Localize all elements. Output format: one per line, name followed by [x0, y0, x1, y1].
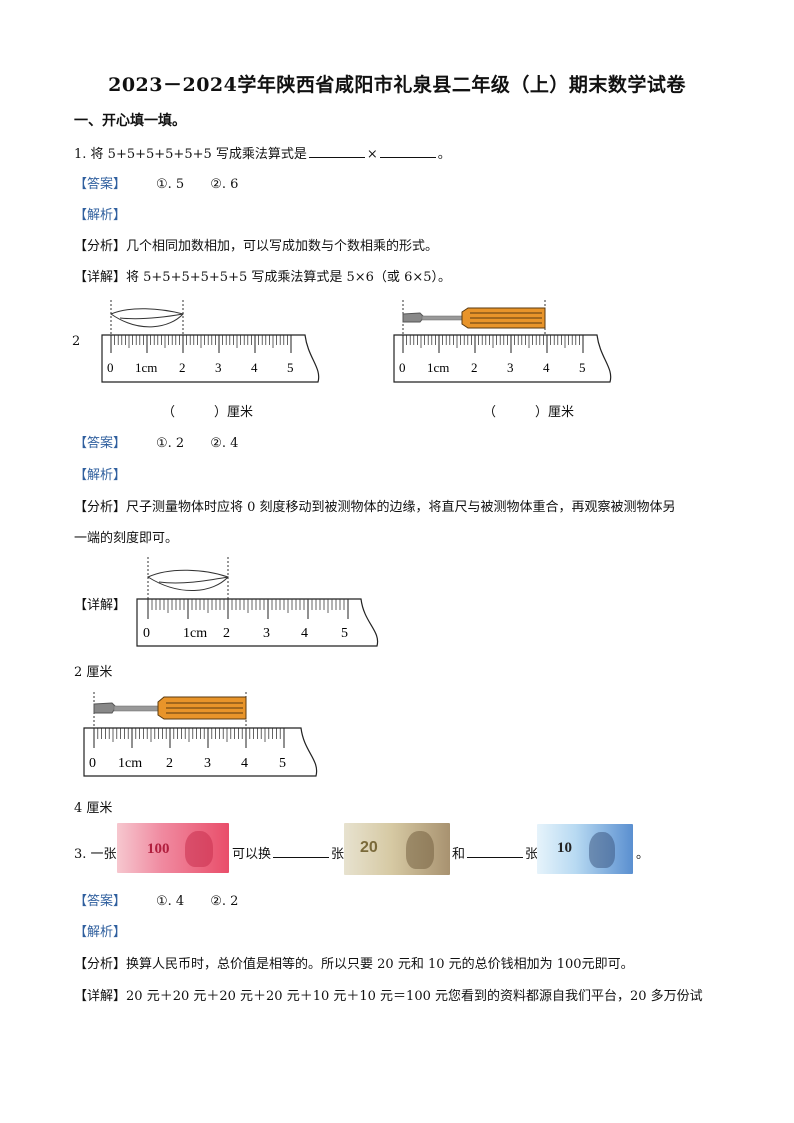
- page-title: 2023－2024学年陕西省咸阳市礼泉县二年级（上）期末数学试卷: [108, 74, 686, 96]
- ruler-screwdriver-figure: 0 1cm 2 3 4 5: [393, 300, 612, 383]
- svg-text:0: 0: [107, 360, 114, 375]
- q1-xiangjie: 【详解】将 5+5+5+5+5+5 写成乘法算式是 5×6（或 6×5）。: [74, 266, 451, 285]
- q1-times: ×: [366, 147, 378, 162]
- q3-text: 张: [331, 847, 345, 862]
- svg-text:0: 0: [143, 626, 150, 641]
- analysis-label: 【解析】: [74, 208, 127, 223]
- svg-text:3: 3: [215, 360, 222, 375]
- q1-fenxi: 【分析】几个相同加数相加，可以写成加数与个数相乘的形式。: [74, 235, 438, 254]
- svg-text:2: 2: [166, 756, 173, 771]
- question-1: 1. 将 5+5+5+5+5+5 写成乘法算式是 × 。: [74, 143, 451, 162]
- xiangjie-text: 将 5+5+5+5+5+5 写成乘法算式是 5×6（或 6×5）。: [126, 270, 452, 285]
- detail-ruler-screwdriver: 0 1cm 2 3 4 5: [83, 692, 318, 777]
- q2-fenxi: 【分析】尺子测量物体时应将 0 刻度移动到被测物体的边缘，将直尺与被测物体重合，…: [74, 496, 676, 515]
- analysis-label: 【解析】: [74, 925, 127, 940]
- q1-end: 。: [437, 147, 451, 162]
- q3-xiangjie: 【详解】20 元＋20 元＋20 元＋20 元＋10 元＋10 元＝100 元您…: [74, 985, 703, 1004]
- answer-value: ①. 4: [156, 894, 185, 909]
- svg-text:5: 5: [579, 360, 586, 375]
- bill-10-yuan: 10: [537, 824, 633, 874]
- analysis-label: 【解析】: [74, 468, 127, 483]
- q2-answer: 【答案】 ①. 2 ②. 4: [74, 432, 238, 451]
- section-heading: 一、开心填一填。: [74, 113, 186, 129]
- svg-text:2: 2: [471, 360, 478, 375]
- portrait: [185, 831, 213, 867]
- xiangjie-label: 【详解】: [74, 989, 127, 1004]
- q1-answer: 【答案】 ①. 5 ②. 6: [74, 173, 238, 192]
- q2-number: 2: [72, 334, 81, 349]
- q3-blank-2: [467, 845, 524, 858]
- svg-text:5: 5: [279, 756, 286, 771]
- svg-text:3: 3: [507, 360, 514, 375]
- svg-text:2: 2: [179, 360, 186, 375]
- q3-mid: 可以换 张: [232, 843, 344, 862]
- svg-text:5: 5: [341, 626, 348, 641]
- answer-label: 【答案】: [74, 894, 127, 909]
- detail-ruler-leaf: 0 1cm 2 3 4 5: [136, 557, 379, 647]
- xiangjie-label: 【详解】: [74, 598, 127, 613]
- q3-end: 。: [636, 847, 650, 862]
- q3-text: 可以换: [232, 847, 272, 862]
- q3-blank-1: [273, 845, 330, 858]
- answer-label: 【答案】: [74, 436, 127, 451]
- svg-text:3: 3: [263, 626, 270, 641]
- q3-mid2: 和张: [452, 843, 538, 862]
- q2-blank-right: （ ）厘米: [483, 405, 575, 420]
- answer-value: ②. 4: [210, 436, 239, 451]
- q3-text: 和: [452, 847, 466, 862]
- answer-label: 【答案】: [74, 177, 127, 192]
- svg-text:1cm: 1cm: [135, 360, 157, 375]
- q2-result-1: 2 厘米: [74, 665, 113, 680]
- bill-20-yuan: 20: [344, 823, 450, 875]
- svg-text:1cm: 1cm: [118, 756, 142, 771]
- ruler-leaf-figure: 0 1cm 2 3 4 5: [101, 300, 320, 383]
- fenxi-text: 尺子测量物体时应将 0 刻度移动到被测物体的边缘，将直尺与被测物体重合，再观察被…: [126, 500, 676, 515]
- fenxi-text: 换算人民币时，总价值是相等的。所以只要 20 元和 10 元的总价钱相加为 10…: [126, 957, 634, 972]
- svg-text:5: 5: [287, 360, 294, 375]
- svg-text:0: 0: [399, 360, 406, 375]
- xiangjie-label: 【详解】: [74, 270, 127, 285]
- svg-text:1cm: 1cm: [183, 626, 207, 641]
- svg-text:2: 2: [223, 626, 230, 641]
- answer-value: ①. 5: [156, 177, 185, 192]
- svg-text:4: 4: [241, 756, 248, 771]
- answer-value: ①. 2: [156, 436, 185, 451]
- svg-text:4: 4: [301, 626, 308, 641]
- q3-prefix: 3. 一张: [74, 847, 117, 862]
- answer-value: ②. 2: [210, 894, 239, 909]
- fenxi-text: 几个相同加数相加，可以写成加数与个数相乘的形式。: [126, 239, 439, 254]
- q2-fenxi-cont: 一端的刻度即可。: [74, 531, 179, 546]
- q3-fenxi: 【分析】换算人民币时，总价值是相等的。所以只要 20 元和 10 元的总价钱相加…: [74, 953, 634, 972]
- svg-text:4: 4: [251, 360, 258, 375]
- xiangjie-text: 20 元＋20 元＋20 元＋20 元＋10 元＋10 元＝100 元您看到的资…: [126, 989, 703, 1004]
- svg-text:0: 0: [89, 756, 96, 771]
- q1-stem: 1. 将 5+5+5+5+5+5 写成乘法算式是: [74, 147, 307, 162]
- fenxi-label: 【分析】: [74, 239, 127, 254]
- q1-blank-1: [308, 145, 365, 158]
- q1-blank-2: [379, 145, 436, 158]
- portrait: [406, 831, 434, 869]
- fenxi-label: 【分析】: [74, 500, 127, 515]
- svg-text:3: 3: [204, 756, 211, 771]
- q3-text: 张: [525, 847, 539, 862]
- answer-value: ②. 6: [210, 177, 239, 192]
- svg-text:1cm: 1cm: [427, 360, 449, 375]
- q2-blank-left: （ ）厘米: [162, 405, 254, 420]
- q2-result-2: 4 厘米: [74, 801, 113, 816]
- fenxi-label: 【分析】: [74, 957, 127, 972]
- bill-100-yuan: 100: [117, 823, 229, 873]
- portrait: [589, 832, 615, 868]
- svg-text:4: 4: [543, 360, 550, 375]
- q3-answer: 【答案】 ①. 4 ②. 2: [74, 890, 238, 909]
